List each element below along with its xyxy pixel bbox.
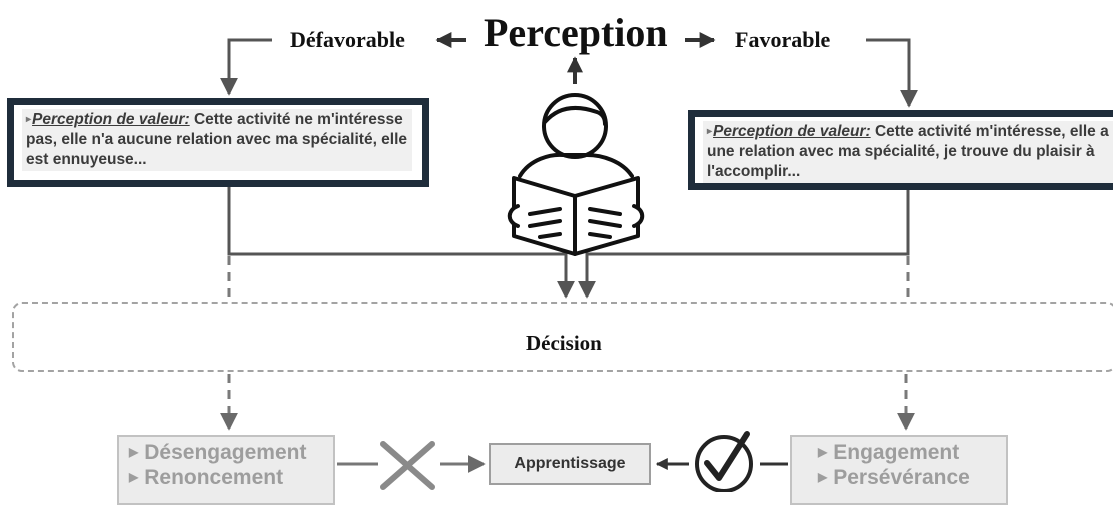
label-defavorable: Défavorable bbox=[290, 27, 405, 52]
outcome-line: ▶ Engagement bbox=[818, 440, 1006, 465]
triangle-bullet-icon: ▶ bbox=[129, 445, 139, 459]
value-term: Perception de valeur: bbox=[32, 111, 190, 128]
outcome-perseverance: Persévérance bbox=[833, 466, 970, 489]
value-box-favorable-text: ▸Perception de valeur: Cette activité m'… bbox=[703, 121, 1113, 183]
connector-left-box-to-decision bbox=[227, 187, 575, 299]
cross-icon bbox=[380, 441, 435, 490]
connector-right-box-to-decision bbox=[578, 190, 910, 299]
outcome-line: ▶ Renoncement bbox=[129, 465, 333, 490]
value-box-unfavorable-text: ▸Perception de valeur: Cette activité ne… bbox=[22, 109, 412, 171]
value-term: Perception de valeur: bbox=[713, 123, 871, 140]
person-reading-book-icon bbox=[507, 93, 645, 256]
decision-box bbox=[12, 302, 1113, 372]
perception-title: Perception bbox=[484, 10, 668, 55]
triangle-bullet-icon: ▶ bbox=[129, 470, 139, 484]
outcome-desengagement: Désengagement bbox=[144, 441, 307, 464]
outcome-renoncement: Renoncement bbox=[144, 466, 284, 489]
value-box-unfavorable: ▸Perception de valeur: Cette activité ne… bbox=[7, 98, 429, 187]
outcome-line: ▶ Persévérance bbox=[818, 465, 1006, 490]
apprentissage-box: Apprentissage bbox=[489, 443, 651, 485]
decision-label: Décision bbox=[526, 331, 602, 355]
diagram-connectors bbox=[220, 32, 918, 492]
outcome-box-negative: ▶ Désengagement ▶ Renoncement bbox=[117, 435, 335, 505]
value-description: Cette activité m'intéresse, elle a une r… bbox=[707, 123, 1109, 180]
outcome-line: ▶ Désengagement bbox=[129, 440, 333, 465]
outcome-engagement: Engagement bbox=[833, 441, 960, 464]
outcome-box-positive: ▶ Engagement ▶ Persévérance bbox=[790, 435, 1008, 505]
value-box-favorable: ▸Perception de valeur: Cette activité m'… bbox=[688, 110, 1113, 190]
label-favorable: Favorable bbox=[735, 27, 831, 52]
value-description: Cette activité ne m'intéresse pas, elle … bbox=[26, 111, 408, 168]
triangle-bullet-icon: ▶ bbox=[818, 470, 828, 484]
triangle-bullet-icon: ▸ bbox=[707, 126, 713, 137]
connector-defavorable-to-box bbox=[220, 38, 272, 96]
triangle-bullet-icon: ▸ bbox=[26, 114, 32, 125]
circled-check-icon bbox=[695, 431, 753, 492]
connector-favorable-to-box bbox=[866, 38, 918, 108]
triangle-bullet-icon: ▶ bbox=[818, 445, 828, 459]
